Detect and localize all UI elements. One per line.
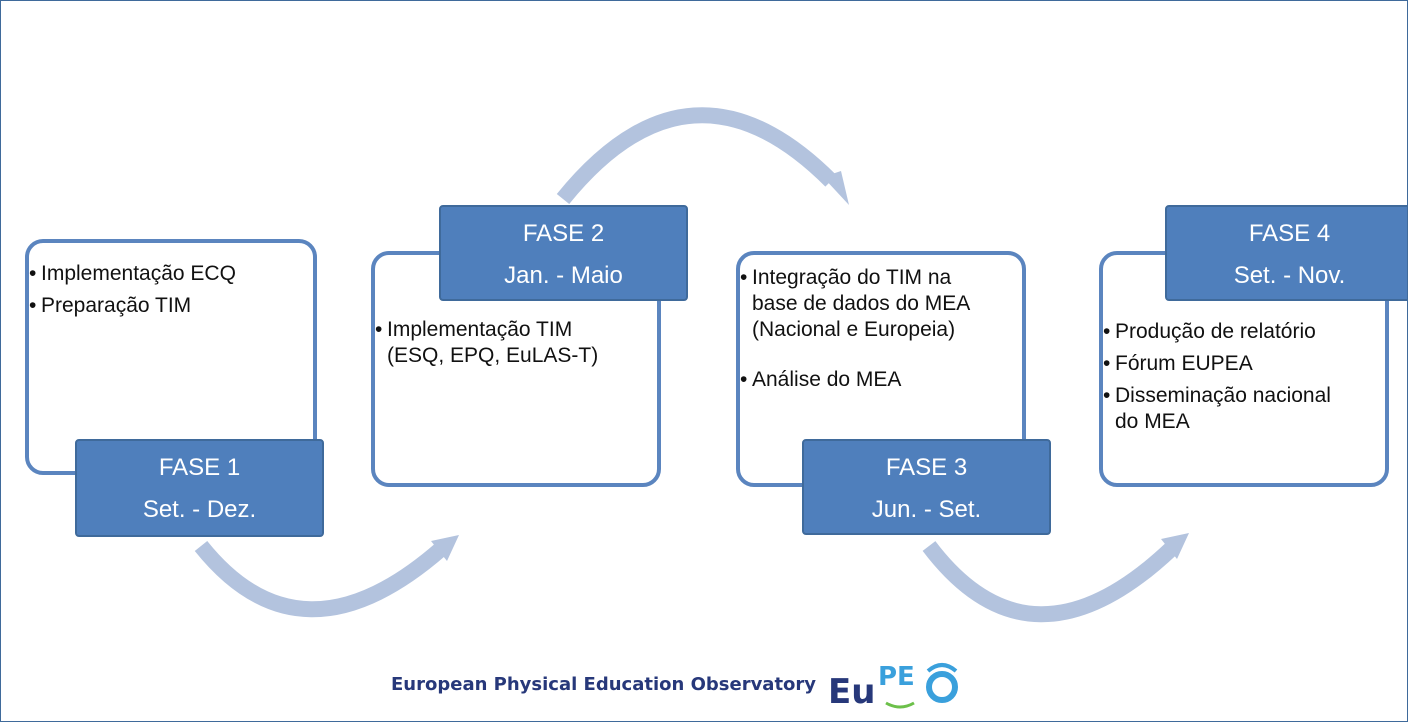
phase-3-period: Jun. - Set. bbox=[871, 496, 982, 523]
item-text: Preparação TIM bbox=[41, 294, 192, 317]
item-text: Integração do TIM na bbox=[752, 266, 952, 289]
phase-3-item: Análise do MEA bbox=[740, 367, 1022, 393]
arrow-phase2-to-phase3 bbox=[556, 107, 837, 205]
phase-4-period: Set. - Nov. bbox=[1233, 262, 1346, 289]
item-text: Disseminação nacional bbox=[1115, 384, 1331, 407]
item-text: Análise do MEA bbox=[752, 368, 902, 391]
phase-2-label: FASE 2 bbox=[522, 220, 605, 247]
footer: European Physical Education Observatory … bbox=[391, 659, 1008, 709]
svg-text:PE: PE bbox=[878, 662, 915, 692]
item-text: do MEA bbox=[1115, 410, 1190, 433]
phase-1-period: Set. - Dez. bbox=[142, 496, 257, 523]
phase-1-header: FASE 1 Set. - Dez. bbox=[75, 439, 324, 537]
item-text: Produção de relatório bbox=[1115, 320, 1316, 343]
phase-4-items: Produção de relatório Fórum EUPEA Dissem… bbox=[1103, 319, 1385, 435]
phase-4-label: FASE 4 bbox=[1248, 220, 1331, 247]
arrow-phase1-to-phase2 bbox=[194, 540, 447, 618]
phase-1-items: Implementação ECQ Preparação TIM bbox=[29, 261, 313, 319]
phase-1-item: Implementação ECQ bbox=[29, 261, 313, 287]
phase-3-header: FASE 3 Jun. - Set. bbox=[802, 439, 1051, 535]
item-text: Fórum EUPEA bbox=[1115, 352, 1253, 375]
phase-1-item: Preparação TIM bbox=[29, 293, 313, 319]
footer-observatory-name: European Physical Education Observatory bbox=[391, 673, 817, 695]
item-text: base de dados do MEA bbox=[752, 292, 971, 315]
phase-3-items: Integração do TIM na base de dados do ME… bbox=[740, 265, 1022, 393]
phase-2-item: Implementação TIM (ESQ, EPQ, EuLAS-T) bbox=[375, 317, 657, 369]
eupeo-logo: Eu PE bbox=[828, 662, 959, 709]
arrow-phase3-to-phase4 bbox=[922, 541, 1177, 623]
item-text: Implementação ECQ bbox=[41, 262, 236, 285]
phase-1-label: FASE 1 bbox=[158, 454, 241, 481]
phase-2-header: FASE 2 Jan. - Maio bbox=[439, 205, 688, 301]
phase-4-item: Disseminação nacional do MEA bbox=[1103, 383, 1385, 435]
svg-text:Eu: Eu bbox=[828, 672, 875, 709]
item-text: Implementação TIM bbox=[387, 318, 573, 341]
arrowhead-phase2-to-phase3 bbox=[823, 171, 849, 205]
arrowhead-phase3-to-phase4 bbox=[1161, 533, 1189, 559]
phase-4-header: FASE 4 Set. - Nov. bbox=[1165, 205, 1407, 301]
phase-4-item: Fórum EUPEA bbox=[1103, 351, 1385, 377]
phase-4-item: Produção de relatório bbox=[1103, 319, 1385, 345]
phase-3-item: Integração do TIM na base de dados do ME… bbox=[740, 265, 1022, 343]
arrowhead-phase1-to-phase2 bbox=[431, 535, 459, 561]
item-text: (ESQ, EPQ, EuLAS-T) bbox=[387, 344, 599, 367]
phase-3-label: FASE 3 bbox=[885, 454, 968, 481]
phase-2-period: Jan. - Maio bbox=[504, 262, 623, 289]
item-text: (Nacional e Europeia) bbox=[752, 318, 956, 341]
phase-2-items: Implementação TIM (ESQ, EPQ, EuLAS-T) bbox=[375, 317, 657, 369]
